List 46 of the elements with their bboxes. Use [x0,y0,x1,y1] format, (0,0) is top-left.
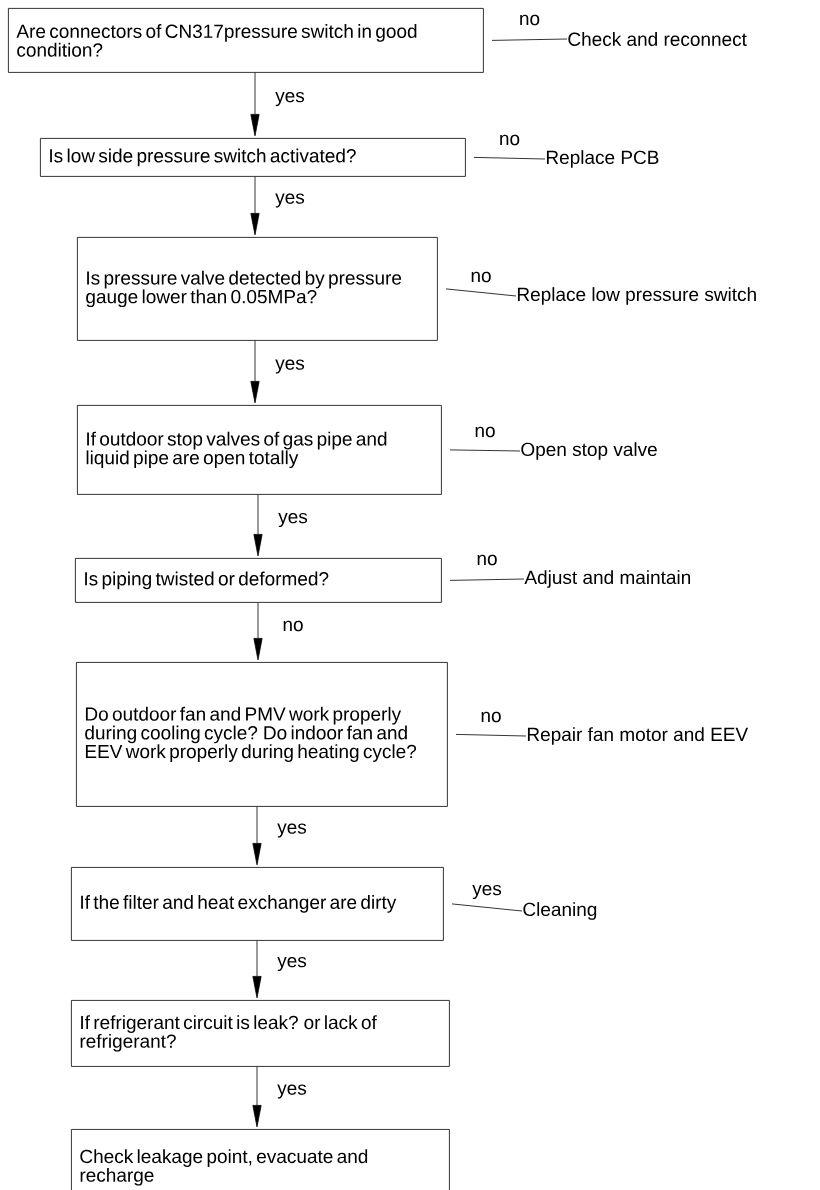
outcome-text: Replace PCB [546,150,659,168]
arrow [253,494,263,557]
arrow [250,340,260,404]
edge-label: no [469,270,493,284]
process-box: Is pressure valve detected by pressure gauge lower than 0.05MPa? [77,237,438,341]
edge-label: yes [274,358,306,375]
connector-line [449,578,525,581]
outcome-text: Repair fan motor and EEV [527,727,749,745]
outcome-text: Check and reconnect [568,32,747,46]
edge-label: no [497,133,522,147]
edge-label: no [475,553,499,567]
process-box: Do outdoor fan and PMV work properly during cooling cycle? Do indoor fan and EEV work properly during heating cycle? [76,662,448,807]
edge-label: no [473,425,497,439]
process-box: If the filter and heat exchanger are dirty [71,867,444,941]
process-box: Is low side pressure switch activated? [40,138,466,177]
arrow [252,940,262,999]
connector-line [451,903,523,912]
process-box: Is piping twisted or deformed? [75,558,442,603]
process-box: Are connectors of CN317pressure switch in good condition? [8,8,484,73]
connector-line [445,288,517,297]
edge-label: yes [274,90,306,108]
connector-line [449,449,521,452]
outcome-text: Open stop valve [521,442,657,460]
connector-line [491,38,568,41]
edge-label: no [517,13,542,27]
arrow [252,806,262,866]
arrow [252,1066,262,1128]
process-box: If refrigerant circuit is leak? or lack of refrigerant? [71,1000,450,1067]
outcome-text: Cleaning [523,902,597,920]
edge-label: yes [276,822,308,839]
edge-label: yes [277,511,309,529]
edge-label: yes [274,192,306,209]
edge-label: yes [276,955,308,973]
outcome-text: Adjust and maintain [524,570,690,588]
edge-label: yes [471,883,503,901]
process-box: If outdoor stop valves of gas pipe and liquid pipe are open totally [77,405,442,495]
process-box: Check leakage point, evacuate and recharge [71,1129,450,1190]
arrow [250,72,260,137]
connector-line [473,157,546,160]
edge-label: yes [276,1083,308,1100]
outcome-text: Replace low pressure switch [517,287,756,305]
arrow [253,602,263,661]
edge-label: no [281,619,305,633]
connector-line [455,734,527,737]
arrow [250,176,260,236]
edge-label: no [479,710,503,724]
